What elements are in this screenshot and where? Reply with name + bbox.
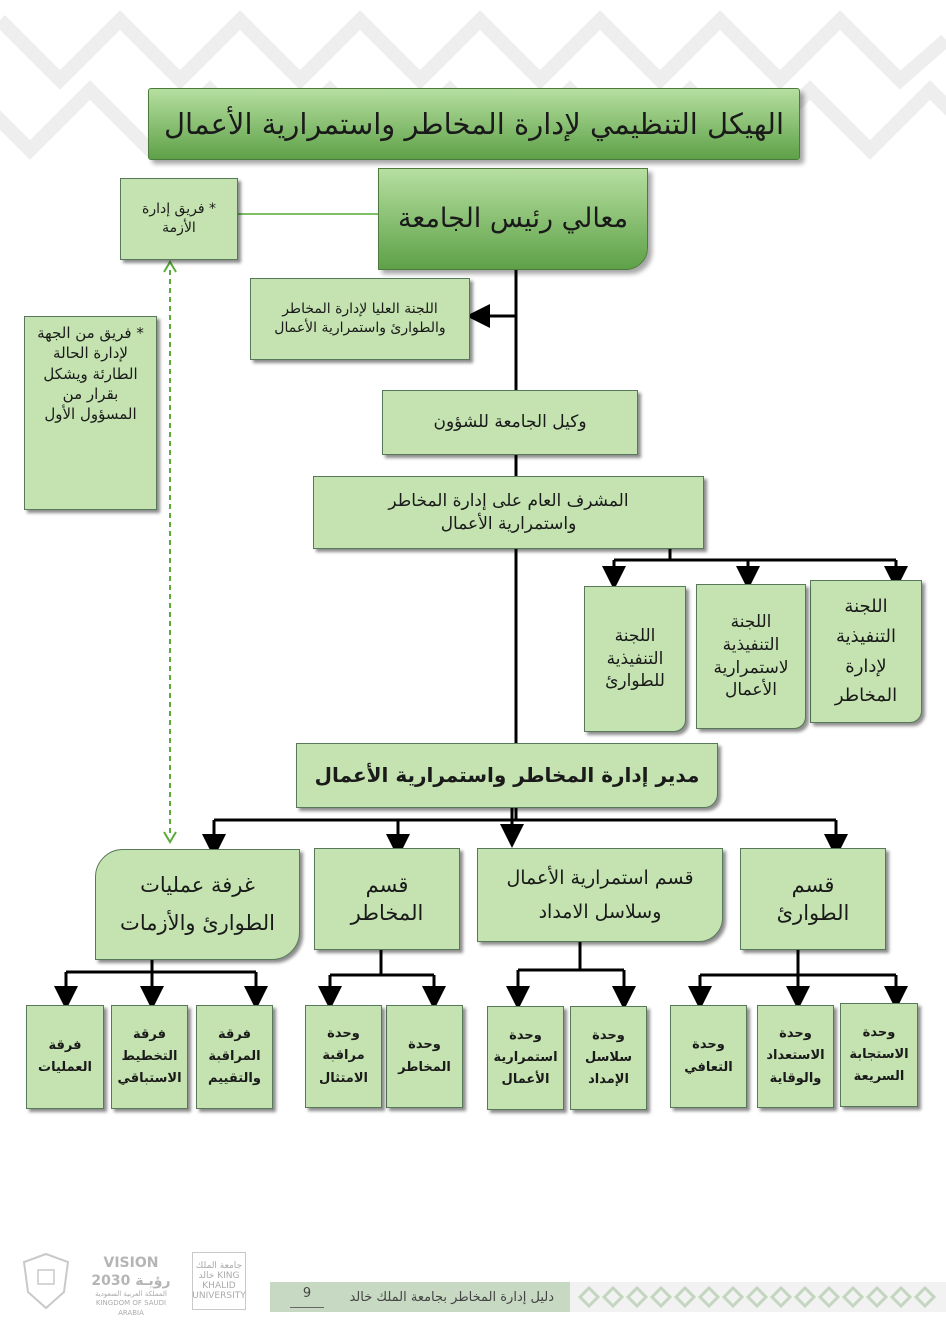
unit-rapid-response: وحدة الاستجابة السريعة — [840, 1003, 918, 1107]
unit-preparedness: وحدة الاستعداد والوقاية — [757, 1005, 834, 1108]
vision-text: VISION رؤيـة 2030 — [91, 1255, 171, 1290]
general-supervisor-box: المشرف العام على إدارة المخاطر واستمراري… — [313, 476, 704, 549]
emergency-team-box: * فريق من الجهة لإدارة الحالة الطارئة وي… — [24, 316, 157, 510]
higher-committee-box: اللجنة العليا لإدارة المخاطر والطوارئ وا… — [250, 278, 470, 360]
unit-compliance: وحدة مراقبة الامتثال — [305, 1005, 382, 1108]
footer-guide-text: دليل إدارة المخاطر بجامعة الملك خالد — [349, 1289, 554, 1305]
unit-supply-chain: وحدة سلاسل الإمداد — [570, 1006, 647, 1110]
kingdom-text: المملكة العربية السعودية KINGDOM OF SAUD… — [95, 1290, 167, 1317]
dept-risk-box: قسم المخاطر — [314, 848, 460, 950]
dept-continuity-box: قسم استمرارية الأعمال وسلاسل الامداد — [477, 848, 723, 942]
unit-business-continuity: وحدة استمرارية الأعمال — [487, 1006, 564, 1110]
crisis-team-box: * فريق إدارة الأزمة — [120, 178, 238, 260]
unit-recovery: وحدة التعافي — [670, 1005, 747, 1108]
unit-risk: وحدة المخاطر — [386, 1005, 463, 1108]
committee-emergency-box: اللجنة التنفيذية للطوارئ — [584, 586, 686, 732]
team-planning: فرقة التخطيط الاستباقي — [111, 1005, 188, 1109]
page-title: الهيكل التنظيمي لإدارة المخاطر واستمراري… — [148, 88, 800, 160]
page-number: 9 — [290, 1286, 324, 1308]
president-box: معالي رئيس الجامعة — [378, 168, 648, 270]
committee-risk-box: اللجنة التنفيذية لإدارة المخاطر — [810, 580, 922, 723]
committee-continuity-box: اللجنة التنفيذية لاستمرارية الأعمال — [696, 584, 806, 729]
ops-room-box: غرفة عمليات الطوارئ والأزمات — [95, 849, 300, 960]
dept-emergency-box: قسم الطوارئ — [740, 848, 886, 950]
vision-2030-logo: VISION رؤيـة 2030 المملكة العربية السعود… — [88, 1254, 174, 1317]
shield-emblem-icon — [22, 1252, 70, 1310]
footer-diamond-pattern — [570, 1282, 946, 1312]
university-logo: جامعة الملك خالد KING KHALID UNIVERSITY — [192, 1252, 246, 1310]
university-logo-text: جامعة الملك خالد KING KHALID UNIVERSITY — [192, 1261, 246, 1301]
director-box: مدير إدارة المخاطر واستمرارية الأعمال — [296, 743, 718, 808]
team-operations: فرقة العمليات — [26, 1005, 104, 1109]
vice-president-box: وكيل الجامعة للشؤون — [382, 390, 638, 455]
team-monitoring: فرقة المراقبة والتقييم — [196, 1005, 273, 1109]
